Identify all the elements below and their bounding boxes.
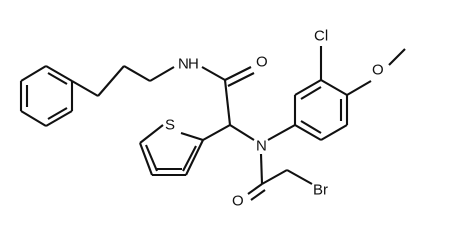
bond bbox=[149, 66, 175, 82]
thiophene-ring bbox=[139, 124, 204, 177]
aryl-substituents bbox=[319, 46, 406, 96]
bromine-label: Br bbox=[313, 182, 328, 199]
bond bbox=[202, 124, 231, 141]
bond bbox=[139, 142, 153, 176]
bond bbox=[229, 124, 255, 141]
inner-double-bond bbox=[145, 144, 158, 172]
bromoacetyl-group bbox=[247, 153, 313, 201]
inner-double-bond bbox=[300, 120, 322, 134]
bond bbox=[320, 124, 348, 141]
inner-double-bond bbox=[47, 107, 68, 120]
bond bbox=[267, 124, 296, 141]
carbonyl-double-bond bbox=[250, 189, 266, 201]
atom-labels: N H O N Cl O S O Br bbox=[165, 28, 384, 210]
inner-double-bond bbox=[47, 72, 68, 85]
ethyl-linker bbox=[71, 65, 175, 97]
amide-nitrogen-label: N bbox=[178, 56, 189, 73]
bond bbox=[20, 65, 47, 82]
tertiary-nitrogen-label: N bbox=[256, 138, 267, 155]
bond bbox=[259, 153, 264, 185]
phenyl-ring bbox=[19, 65, 74, 127]
inner-double-bond bbox=[182, 145, 197, 172]
methyl-bond bbox=[388, 48, 406, 66]
bond bbox=[71, 80, 99, 97]
bond bbox=[294, 79, 322, 96]
carbonyl-double-bond bbox=[247, 183, 263, 195]
inner-double-bond bbox=[300, 86, 322, 100]
methoxy-bond bbox=[346, 80, 372, 96]
bond bbox=[45, 65, 73, 82]
bond bbox=[294, 124, 322, 141]
chloromethoxyphenyl-ring bbox=[293, 79, 349, 141]
bond bbox=[97, 65, 125, 97]
bond bbox=[320, 79, 348, 96]
bond bbox=[45, 110, 73, 127]
amide-group bbox=[201, 66, 255, 126]
carbonyl-double-bond bbox=[227, 72, 255, 87]
methoxy-oxygen-label: O bbox=[372, 62, 384, 79]
acyl-oxygen-label: O bbox=[232, 193, 244, 210]
bond bbox=[139, 124, 164, 144]
bond bbox=[261, 169, 288, 185]
n-aryl-bond bbox=[267, 124, 296, 141]
bond bbox=[20, 110, 47, 127]
bond bbox=[123, 65, 151, 82]
alpha-carbon-bonds bbox=[202, 124, 255, 141]
chemical-structure-drawing: N H O N Cl O S O Br bbox=[19, 28, 406, 210]
bond bbox=[201, 66, 226, 81]
bond bbox=[223, 79, 232, 126]
chlorine-label: Cl bbox=[314, 28, 328, 45]
amide-oxygen-label: O bbox=[256, 54, 268, 71]
thiophene-sulfur-label: S bbox=[165, 117, 175, 134]
amide-hydrogen-label: H bbox=[188, 56, 199, 73]
structure-canvas: N H O N Cl O S O Br bbox=[19, 28, 406, 210]
bond bbox=[180, 131, 204, 142]
bond bbox=[185, 139, 204, 176]
bond bbox=[286, 169, 313, 185]
carbonyl-double-bond bbox=[224, 66, 252, 81]
